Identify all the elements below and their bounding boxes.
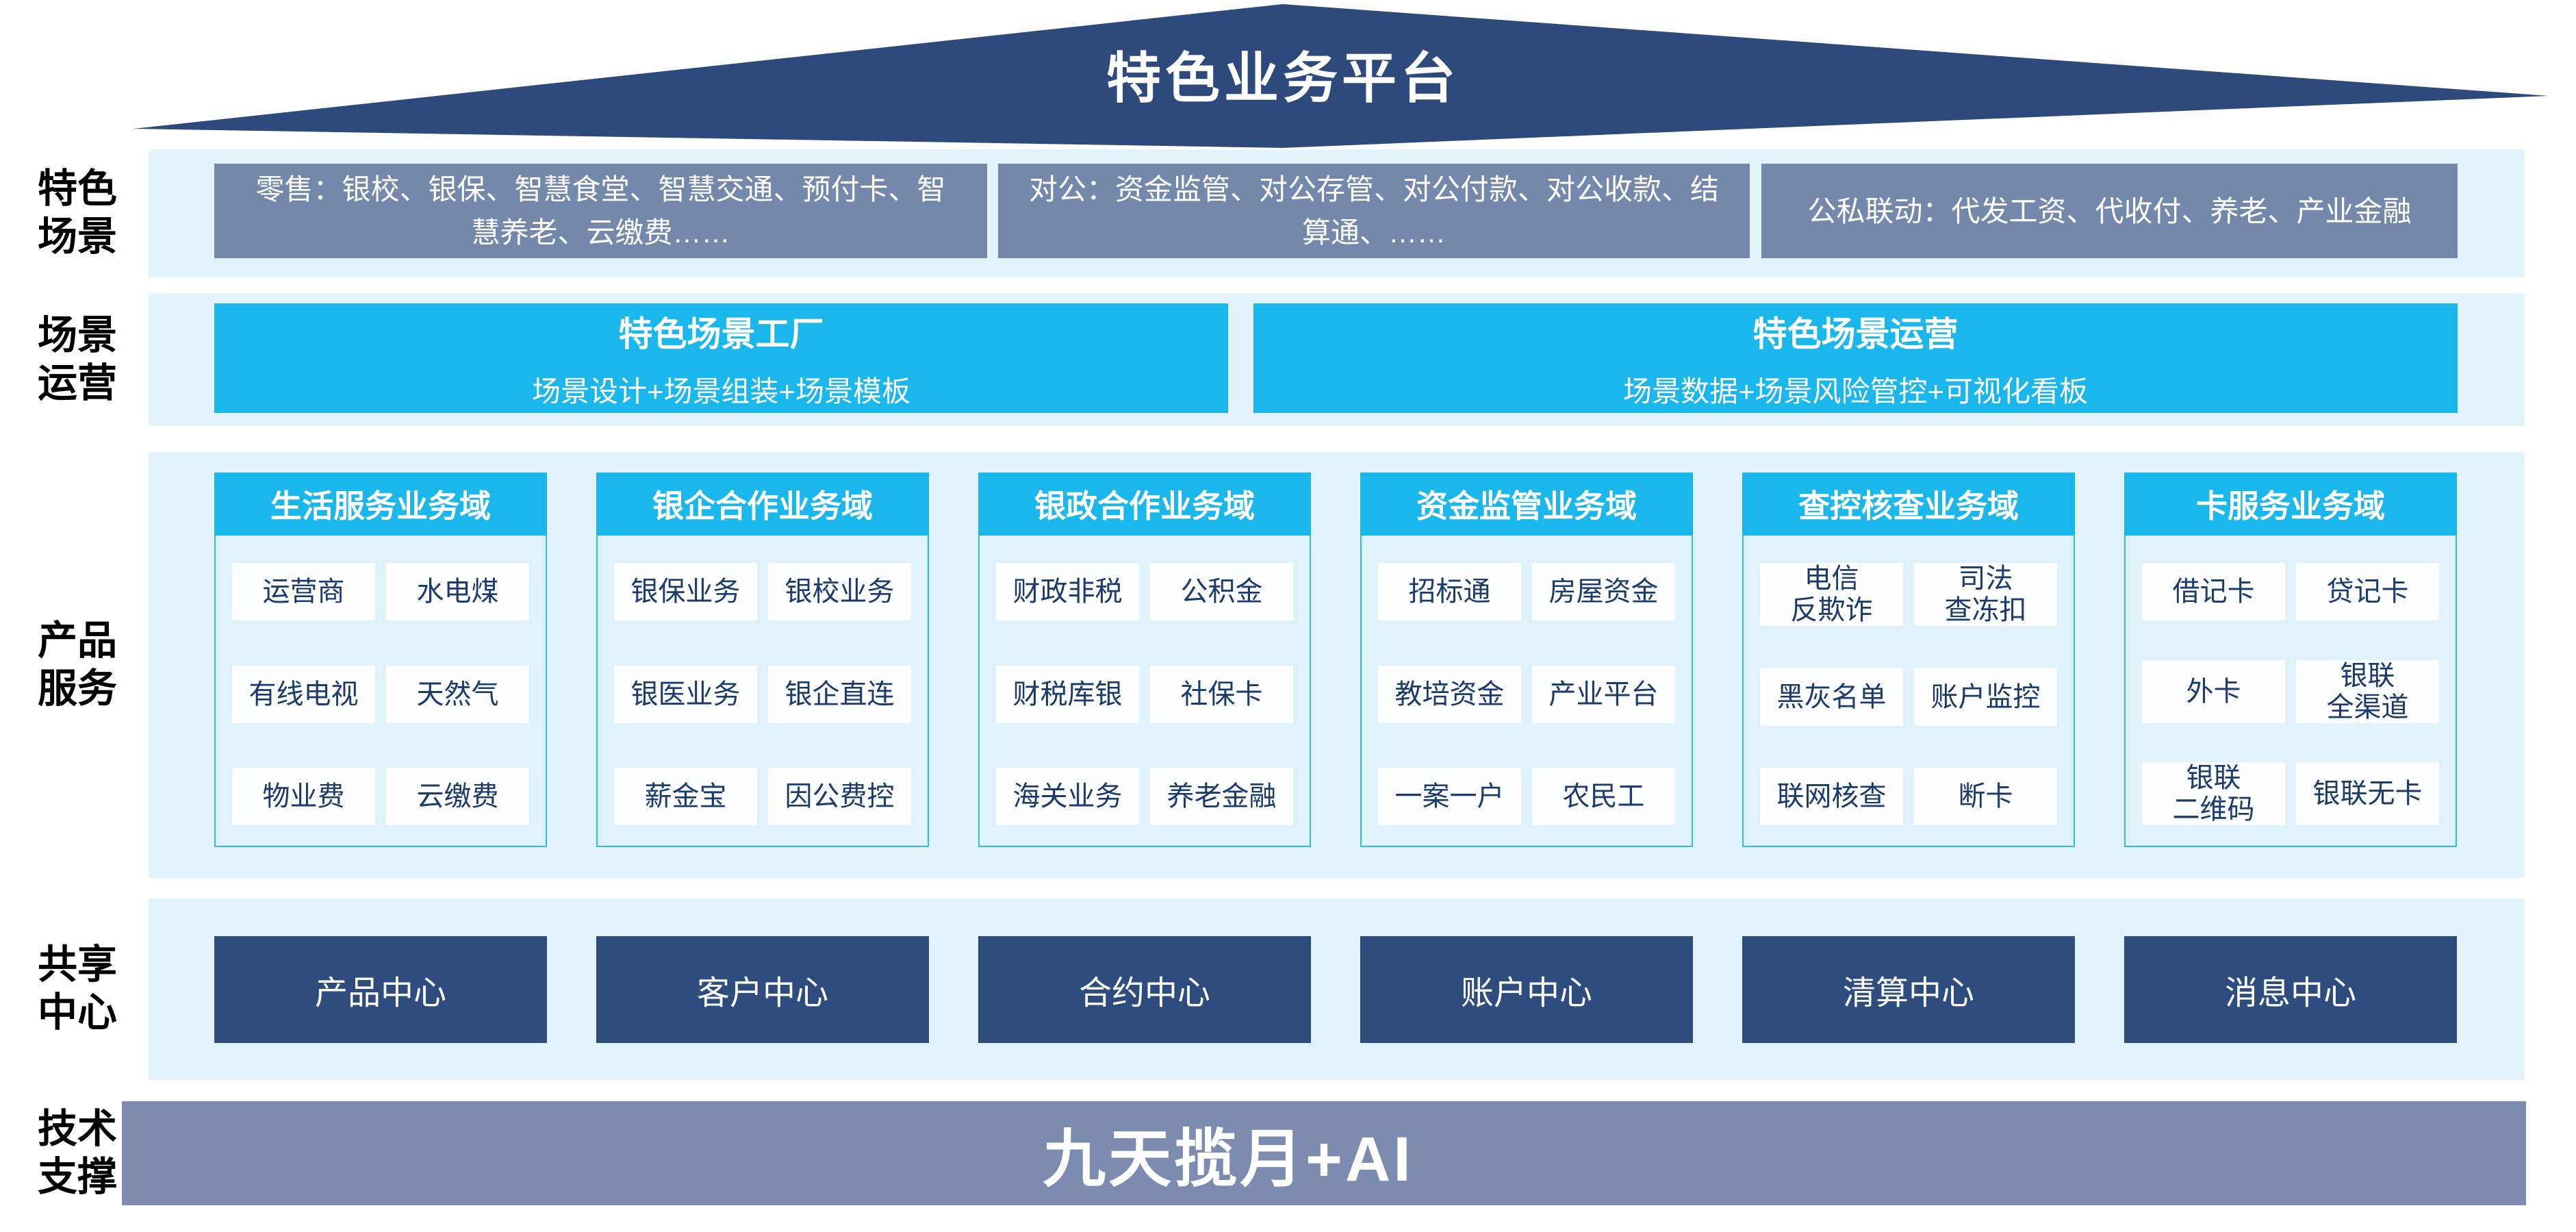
column-header: 卡服务业务域	[2124, 473, 2457, 536]
share-center-account: 账户中心	[1360, 936, 1693, 1043]
product-cell: 电信 反欺诈	[1760, 563, 1903, 626]
product-cell: 联网核查	[1760, 768, 1903, 825]
product-cell: 海关业务	[996, 768, 1139, 825]
product-cell: 银医业务	[614, 665, 757, 723]
scene-box-linkage: 公私联动：代发工资、代收付、养老、产业金融	[1761, 164, 2458, 258]
row-label-product: 产品 服务	[37, 618, 117, 711]
share-center-message: 消息中心	[2124, 936, 2457, 1043]
column-body: 运营商 水电煤 有线电视 天然气 物业费 云缴费	[214, 536, 547, 847]
product-cell: 社保卡	[1150, 665, 1293, 723]
platform-title: 特色业务平台	[1106, 48, 1459, 109]
column-body: 借记卡 贷记卡 外卡 银联 全渠道 银联 二维码 银联无卡	[2124, 536, 2457, 847]
product-cell: 账户监控	[1914, 668, 2057, 726]
product-cell: 物业费	[232, 768, 375, 825]
product-cell: 运营商	[232, 563, 375, 620]
product-cell: 贷记卡	[2296, 563, 2439, 620]
column-body: 招标通 房屋资金 教培资金 产业平台 一案一户 农民工	[1360, 536, 1693, 847]
product-cell: 银保业务	[614, 563, 757, 620]
product-cell: 银联 全渠道	[2296, 659, 2439, 723]
share-center-contract: 合约中心	[978, 936, 1311, 1043]
roof-shape	[133, 4, 2549, 148]
share-center-product: 产品中心	[214, 936, 547, 1043]
product-cell: 产业平台	[1532, 665, 1675, 723]
product-cell: 司法 查冻扣	[1914, 563, 2057, 626]
product-cell: 薪金宝	[614, 768, 757, 825]
product-column-card-services: 卡服务业务域 借记卡 贷记卡 外卡 银联 全渠道 银联 二维码 银联无卡	[2124, 473, 2457, 847]
column-header: 银政合作业务域	[978, 473, 1311, 536]
product-cell: 财税库银	[996, 665, 1139, 723]
op-box-title: 特色场景工厂	[618, 314, 824, 353]
tech-support-bar: 九天揽月+AI	[122, 1101, 2526, 1205]
product-column-fund-supervision: 资金监管业务域 招标通 房屋资金 教培资金 产业平台 一案一户 农民工	[1360, 473, 1693, 847]
product-cell: 教培资金	[1378, 665, 1521, 723]
column-body: 电信 反欺诈 司法 查冻扣 黑灰名单 账户监控 联网核查 断卡	[1742, 536, 2075, 847]
product-cell: 公积金	[1150, 563, 1293, 620]
product-column-bank-enterprise: 银企合作业务域 银保业务 银校业务 银医业务 银企直连 薪金宝 因公费控	[596, 473, 929, 847]
column-body: 银保业务 银校业务 银医业务 银企直连 薪金宝 因公费控	[596, 536, 929, 847]
op-box-title: 特色场景运营	[1752, 314, 1959, 353]
row-label-operation: 场景 运营	[37, 313, 117, 405]
column-header: 银企合作业务域	[596, 473, 929, 536]
op-box-scene-factory: 特色场景工厂 场景设计+场景组装+场景模板	[214, 303, 1228, 413]
product-cell: 外卡	[2142, 659, 2285, 723]
product-column-bank-government: 银政合作业务域 财政非税 公积金 财税库银 社保卡 海关业务 养老金融	[978, 473, 1311, 847]
product-cell: 银联 二维码	[2142, 762, 2285, 825]
op-box-subtitle: 场景设计+场景组装+场景模板	[531, 375, 911, 407]
product-cell: 黑灰名单	[1760, 668, 1903, 726]
product-cell: 招标通	[1378, 563, 1521, 620]
product-cell: 断卡	[1914, 768, 2057, 825]
op-box-scene-operation: 特色场景运营 场景数据+场景风险管控+可视化看板	[1253, 303, 2458, 413]
product-cell: 借记卡	[2142, 563, 2285, 620]
share-center-clearing: 清算中心	[1742, 936, 2075, 1043]
op-box-subtitle: 场景数据+场景风险管控+可视化看板	[1622, 375, 2089, 407]
column-body: 财政非税 公积金 财税库银 社保卡 海关业务 养老金融	[978, 536, 1311, 847]
product-column-life-services: 生活服务业务域 运营商 水电煤 有线电视 天然气 物业费 云缴费	[214, 473, 547, 847]
scene-box-corporate: 对公：资金监管、对公存管、对公付款、对公收款、结算通、……	[998, 164, 1750, 258]
column-header: 查控核查业务域	[1742, 473, 2075, 536]
product-cell: 银联无卡	[2296, 762, 2439, 825]
row-label-share: 共享 中心	[37, 942, 117, 1035]
product-cell: 养老金融	[1150, 768, 1293, 825]
product-cell: 农民工	[1532, 768, 1675, 825]
scene-box-retail: 零售：银校、银保、智慧食堂、智慧交通、预付卡、智慧养老、云缴费……	[214, 164, 987, 258]
share-center-customer: 客户中心	[596, 936, 929, 1043]
product-cell: 财政非税	[996, 563, 1139, 620]
column-header: 生活服务业务域	[214, 473, 547, 536]
product-cell: 一案一户	[1378, 768, 1521, 825]
product-column-inspection: 查控核查业务域 电信 反欺诈 司法 查冻扣 黑灰名单 账户监控 联网核查 断卡	[1742, 473, 2075, 847]
product-cell: 房屋资金	[1532, 563, 1675, 620]
product-cell: 云缴费	[386, 768, 529, 825]
row-label-tech: 技术 支撑	[37, 1107, 117, 1199]
product-cell: 因公费控	[768, 768, 911, 825]
product-cell: 天然气	[386, 665, 529, 723]
product-cell: 水电煤	[386, 563, 529, 620]
product-cell: 银企直连	[768, 665, 911, 723]
row-label-scene: 特色 场景	[37, 166, 117, 259]
column-header: 资金监管业务域	[1360, 473, 1693, 536]
product-cell: 银校业务	[768, 563, 911, 620]
product-cell: 有线电视	[232, 665, 375, 723]
